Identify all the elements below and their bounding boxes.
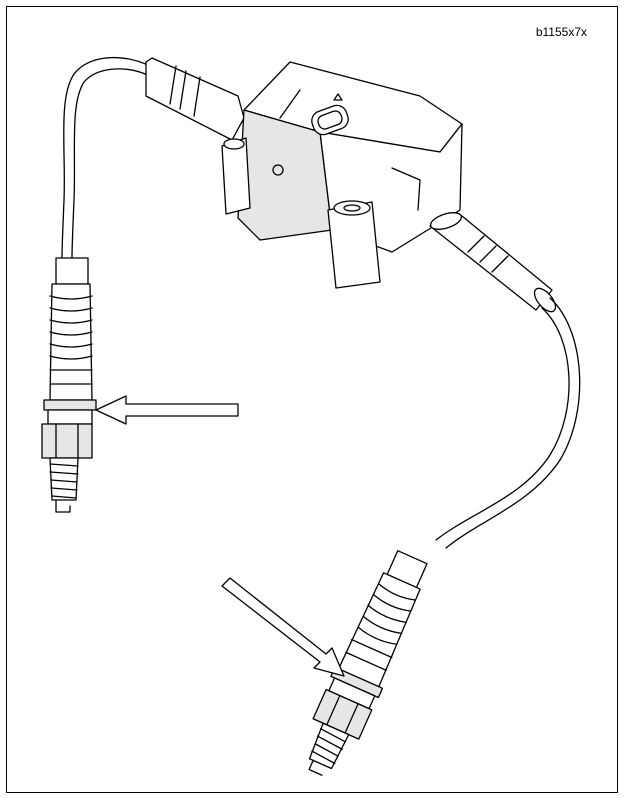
pointer-arrow-right bbox=[221, 577, 345, 677]
wire-boot-left-coil bbox=[145, 57, 245, 141]
wire-boot-right-coil bbox=[429, 212, 557, 313]
pointer-arrow-left bbox=[95, 395, 239, 425]
spark-plug-left bbox=[41, 257, 97, 513]
spark-plug-wire-right bbox=[435, 297, 581, 549]
spark-plug-right bbox=[308, 550, 428, 776]
spark-plug-wire-left bbox=[61, 56, 151, 259]
figure-id-label: b1155x7x bbox=[535, 25, 587, 39]
ignition-coil bbox=[221, 61, 463, 289]
